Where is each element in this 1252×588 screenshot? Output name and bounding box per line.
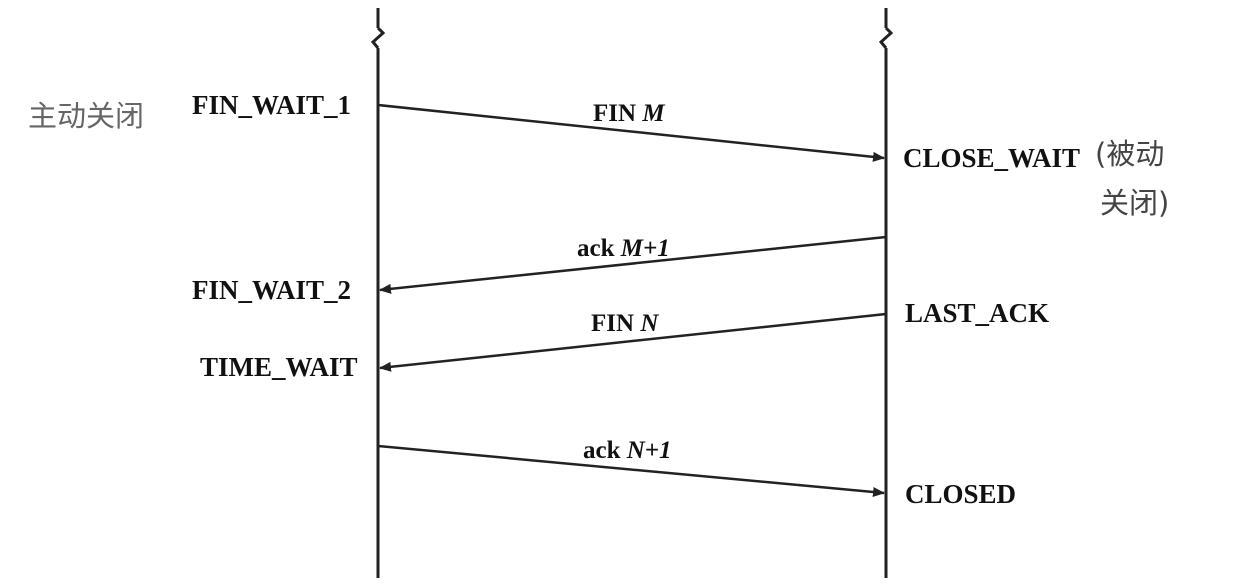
- arrow-ack-n1: [377, 444, 885, 497]
- message-ack-m1: ack M+1: [577, 235, 670, 262]
- arrow-ack-m1: [379, 235, 887, 294]
- state-time-wait: TIME_WAIT: [200, 352, 358, 382]
- break-squiggle-icon: [370, 26, 386, 49]
- message-fin-n-prefix: FIN: [591, 310, 640, 337]
- message-fin-m-var: M: [641, 100, 665, 127]
- right-timeline: [878, 8, 894, 578]
- message-ack-m1-var: M+1: [620, 235, 670, 262]
- passive-close-label-line-1: (被动: [1095, 137, 1164, 171]
- message-ack-m1-prefix: ack: [577, 235, 621, 262]
- message-fin-m: FIN M: [593, 100, 665, 127]
- message-fin-m-prefix: FIN: [593, 100, 642, 127]
- state-fin-wait-1: FIN_WAIT_1: [192, 90, 351, 120]
- break-squiggle-icon: [878, 26, 894, 49]
- arrow-fin-n: [379, 312, 887, 372]
- state-last-ack: LAST_ACK: [905, 298, 1049, 328]
- state-close-wait: CLOSE_WAIT: [903, 143, 1080, 173]
- left-timeline: [370, 8, 386, 578]
- message-ack-n1-prefix: ack: [583, 437, 627, 464]
- active-close-label: 主动关闭: [28, 99, 144, 133]
- state-closed: CLOSED: [905, 479, 1016, 509]
- message-ack-n1: ack N+1: [583, 437, 672, 464]
- message-ack-n1-var: N+1: [626, 437, 672, 464]
- message-fin-n-var: N: [639, 310, 659, 337]
- arrow-fin-m: [377, 103, 885, 162]
- state-fin-wait-2: FIN_WAIT_2: [192, 275, 351, 305]
- message-fin-n: FIN N: [591, 310, 659, 337]
- passive-close-label-line-2: 关闭): [1100, 186, 1169, 220]
